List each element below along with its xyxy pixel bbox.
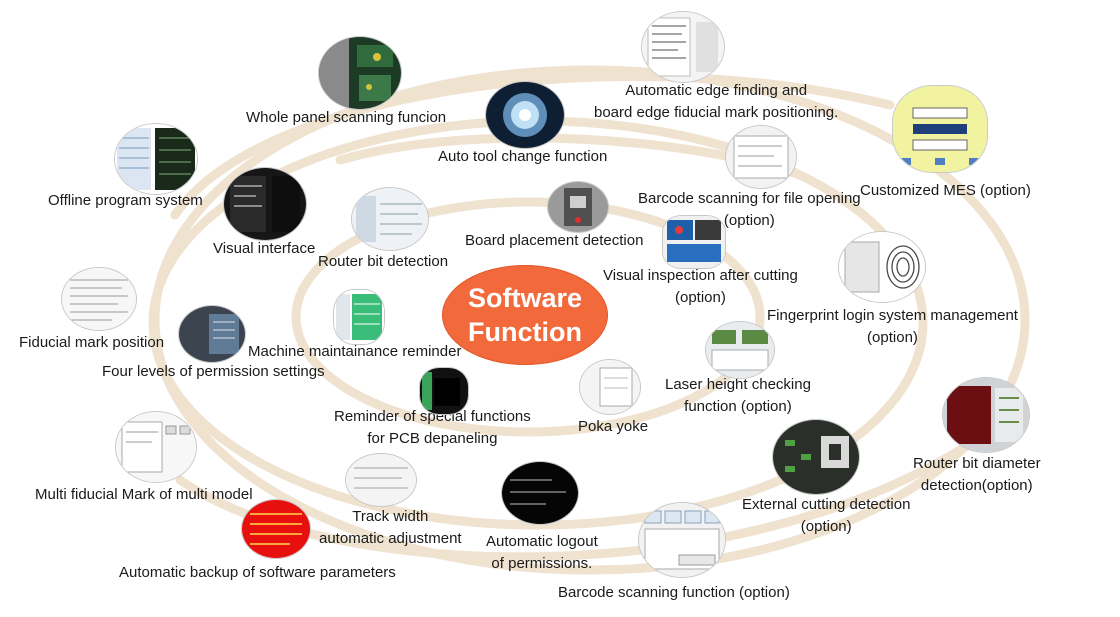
feature-external-cutting-detection: External cutting detection (option) <box>742 494 910 538</box>
feature-customized-mes: Customized MES (option) <box>860 182 1031 199</box>
feature-auto-edge-finding: Automatic edge finding and board edge fi… <box>594 80 838 124</box>
feature-label-line1: Barcode scanning for file opening <box>638 190 861 207</box>
feature-offline-program: Offline program system <box>48 192 203 209</box>
poka-yoke-icon <box>580 360 640 414</box>
feature-router-bit-diameter: Router bit diameter detection(option) <box>913 453 1041 497</box>
spiral-ring-inner <box>291 197 765 437</box>
logout-console-icon <box>502 462 578 524</box>
feature-four-permission-levels: Four levels of permission settings <box>102 363 325 380</box>
spiral-ring-outer <box>150 65 1030 575</box>
green-table-icon <box>334 290 384 344</box>
feature-label-line2: for PCB depaneling <box>367 430 498 447</box>
feature-fingerprint-login: Fingerprint login system management (opt… <box>767 305 1018 349</box>
feature-label-line1: Automatic logout <box>486 533 598 550</box>
barcode-panel-icon <box>639 503 725 577</box>
board-photo-icon <box>319 37 401 109</box>
feature-label-line2: board edge fiducial mark positioning. <box>594 104 839 121</box>
feature-auto-tool-change: Auto tool change function <box>438 148 608 165</box>
feature-automatic-logout: Automatic logout of permissions. <box>486 531 598 575</box>
feature-poka-yoke: Poka yoke <box>578 418 649 435</box>
camera-view-icon <box>663 216 725 268</box>
feature-label-line2: of permissions. <box>491 555 593 572</box>
feature-label-line2: (option) <box>800 518 852 535</box>
spiral-arm-top <box>170 72 895 220</box>
feature-label-line2: function (option) <box>684 398 792 415</box>
software-screen-icon <box>642 12 724 82</box>
feature-fiducial-mark-position: Fiducial mark position <box>19 334 165 351</box>
title-line-1: Software <box>467 283 583 313</box>
feature-multi-fiducial-mark: Multi fiducial Mark of multi model <box>35 486 253 503</box>
feature-board-placement: Board placement detection <box>465 232 644 249</box>
cutting-detection-icon <box>773 420 859 494</box>
feature-barcode-scanning: Barcode scanning function (option) <box>558 584 790 601</box>
router-bit-photo-icon <box>943 378 1029 452</box>
spindle-tool-icon <box>486 82 564 148</box>
dialog-screen-icon <box>726 126 796 188</box>
title-line-2: Function <box>468 317 582 347</box>
feature-label-line1: Laser height checking <box>665 376 811 393</box>
reminder-screen-icon <box>420 368 468 414</box>
feature-track-width: Track width automatic adjustment <box>319 506 462 550</box>
feature-special-functions-reminder: Reminder of special functions for PCB de… <box>334 406 531 450</box>
feature-label-line1: Automatic edge finding and <box>625 82 808 99</box>
program-list-icon <box>62 268 136 330</box>
software-function-title: Software Function <box>442 265 608 365</box>
feature-label-line1: Router bit diameter <box>913 455 1041 472</box>
feature-laser-height-checking: Laser height checking function (option) <box>665 374 811 418</box>
feature-automatic-backup: Automatic backup of software parameters <box>119 564 396 581</box>
program-grid-icon <box>115 124 197 194</box>
feature-label-line1: Reminder of special functions <box>334 408 531 425</box>
dark-interface-icon <box>224 168 306 240</box>
fingerprint-icon <box>839 232 925 302</box>
laser-screen-icon <box>706 322 774 378</box>
permission-screen-icon <box>179 306 245 362</box>
feature-label-line2: (option) <box>867 329 918 346</box>
mes-diagram-icon <box>893 86 987 172</box>
feature-label-line2: (option) <box>674 289 726 306</box>
track-width-icon <box>346 454 416 506</box>
feature-whole-panel-scanning: Whole panel scanning funcion <box>246 109 447 126</box>
feature-label-line2: detection(option) <box>920 477 1033 494</box>
feature-visual-inspection: Visual inspection after cutting (option) <box>603 265 798 309</box>
feature-label-line2: (option) <box>723 212 775 229</box>
feature-barcode-file-opening: Barcode scanning for file opening (optio… <box>638 188 861 232</box>
fiducial-dialog-icon <box>116 412 196 482</box>
feature-maintenance-reminder: Machine maintainance reminder <box>248 343 462 360</box>
feature-label-line2: automatic adjustment <box>319 530 462 547</box>
feature-label-line1: Visual inspection after cutting <box>603 267 798 284</box>
settings-screen-icon <box>352 188 428 250</box>
feature-label-line1: Track width <box>352 508 429 525</box>
machine-photo-icon <box>548 182 608 232</box>
feature-router-bit-detection: Router bit detection <box>318 253 449 270</box>
feature-label-line1: Fingerprint login system management <box>767 307 1018 324</box>
backup-alert-icon <box>242 500 310 558</box>
feature-visual-interface: Visual interface <box>213 240 316 257</box>
feature-label-line1: External cutting detection <box>742 496 911 513</box>
